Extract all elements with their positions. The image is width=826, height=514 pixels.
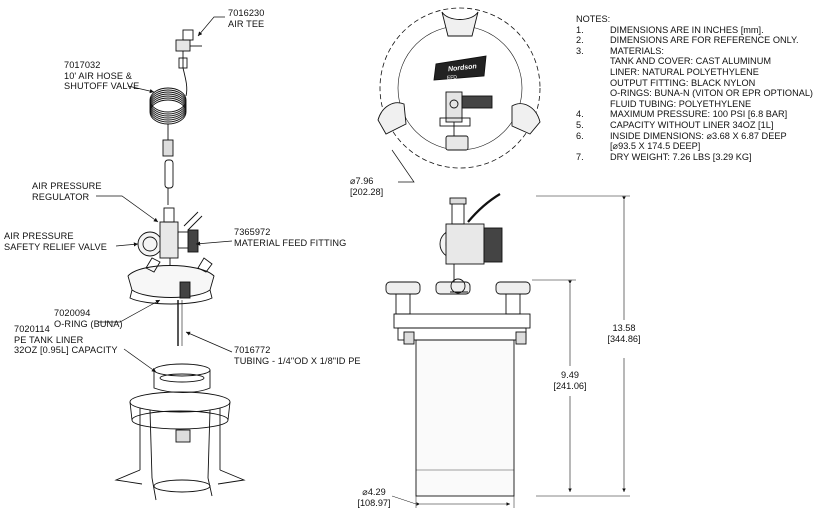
dim-top-diameter: ⌀7.96 [202.28] (350, 176, 383, 197)
shutoff-valve (162, 139, 174, 205)
note-row: 7. DRY WEIGHT: 7.26 LBS [3.29 KG] (576, 152, 813, 163)
note-number: 1. (576, 24, 584, 35)
part-description: PE TANK LINER (14, 334, 84, 345)
brand-logo-subtext: EFD (447, 74, 458, 81)
note-text: DIMENSIONS ARE FOR REFERENCE ONLY. (610, 35, 799, 46)
note-text: OUTPUT FITTING: BLACK NYLON (610, 77, 756, 88)
callout-air-hose: 7017032 10' AIR HOSE & SHUTOFF VALVE (64, 60, 139, 92)
side-view (385, 193, 630, 508)
top-view (377, 7, 541, 183)
dim-value-in: ⌀4.29 (362, 487, 386, 497)
callout-tubing: 7016772 TUBING - 1/4"OD X 1/8"ID PE (234, 345, 361, 366)
note-row: 2. DIMENSIONS ARE FOR REFERENCE ONLY. (576, 35, 813, 46)
note-text: FLUID TUBING: POLYETHYLENE (610, 98, 752, 109)
part-number: 7017032 (64, 60, 101, 70)
note-number: 3. (576, 45, 584, 56)
part-description: AIR PRESSURE (4, 231, 74, 241)
note-number (576, 99, 610, 110)
part-description: AIR PRESSURE (32, 181, 102, 191)
air-hose-coil (149, 67, 188, 150)
note-text: DIMENSIONS ARE IN INCHES [mm]. (610, 24, 764, 35)
part-description: TUBING - 1/4"OD X 1/8"ID PE (234, 355, 361, 366)
leader-lines (96, 16, 233, 373)
note-row: OUTPUT FITTING: BLACK NYLON (576, 78, 813, 89)
callout-feed-fitting: 7365972 MATERIAL FEED FITTING (234, 227, 346, 248)
note-row: FLUID TUBING: POLYETHYLENE (576, 99, 813, 110)
note-text: [⌀93.5 X 174.5 DEEP] (610, 141, 701, 152)
dim-tank-height: 9.49 [241.06] (550, 370, 590, 391)
note-row: 3. MATERIALS: (576, 46, 813, 57)
part-description: AIR TEE (228, 18, 265, 29)
note-text: O-RINGS: BUNA-N (VITON OR EPR OPTIONAL) (610, 88, 813, 99)
note-row: TANK AND COVER: CAST ALUMINUM (576, 56, 813, 67)
note-number (576, 141, 610, 152)
part-description: SAFETY RELIEF VALVE (4, 241, 107, 252)
part-number: 7365972 (234, 227, 271, 237)
note-row: 1. DIMENSIONS ARE IN INCHES [mm]. (576, 25, 813, 36)
part-number: 7016230 (228, 8, 265, 18)
note-number (576, 88, 610, 99)
notes-list: 1. DIMENSIONS ARE IN INCHES [mm]. 2. DIMENS… (576, 25, 813, 163)
dim-value-in: 9.49 (561, 370, 579, 380)
note-number (576, 56, 610, 67)
part-description: 10' AIR HOSE & (64, 70, 133, 81)
part-description: MATERIAL FEED FITTING (234, 237, 347, 248)
tank-stand (114, 391, 246, 501)
note-number: 6. (576, 130, 584, 141)
note-row: LINER: NATURAL POLYETHYLENE (576, 67, 813, 78)
note-text: MAXIMUM PRESSURE: 100 PSI [6.8 BAR] (610, 109, 788, 120)
note-text: MATERIALS: (610, 45, 664, 56)
regulator-assembly (137, 207, 203, 272)
dim-value-in: ⌀7.96 (350, 176, 374, 186)
tank-liner (153, 363, 211, 393)
note-text: CAPACITY WITHOUT LINER 34OZ [1L] (610, 119, 774, 130)
part-description: REGULATOR (32, 191, 90, 202)
note-row: 4. MAXIMUM PRESSURE: 100 PSI [6.8 BAR] (576, 109, 813, 120)
note-text: LINER: NATURAL POLYETHYLENE (610, 66, 759, 77)
notes-title: NOTES: (576, 14, 611, 24)
part-description: 32OZ [0.95L] CAPACITY (14, 345, 118, 356)
dim-value-mm: [344.86] (607, 333, 641, 344)
note-number (576, 67, 610, 78)
note-text: INSIDE DIMENSIONS: ⌀3.68 X 6.87 DEEP (610, 130, 787, 141)
dim-overall-height: 13.58 [344.86] (604, 323, 644, 344)
note-number (576, 78, 610, 89)
part-number: 7020114 (14, 324, 50, 334)
exploded-view (114, 29, 246, 501)
note-row: 6. INSIDE DIMENSIONS: ⌀3.68 X 6.87 DEEP (576, 131, 813, 142)
note-number: 7. (576, 151, 584, 162)
tank-cover (127, 257, 215, 305)
callout-o-ring: 7020094 O-RING (BUNA) (54, 308, 123, 329)
callout-regulator: AIR PRESSURE REGULATOR (32, 181, 102, 202)
part-number: 7016772 (234, 345, 271, 355)
note-number: 4. (576, 109, 584, 120)
dim-value-mm: [202.28] (350, 186, 384, 197)
callout-relief-valve: AIR PRESSURE SAFETY RELIEF VALVE (4, 231, 107, 252)
note-text: DRY WEIGHT: 7.26 LBS [3.29 KG] (610, 151, 752, 162)
dim-value-mm: [241.06] (553, 380, 587, 391)
part-description: SHUTOFF VALVE (64, 81, 140, 92)
notes-block: NOTES: 1.DIMENSIONS ARE IN INCHES [mm].2… (576, 14, 813, 162)
dim-value-mm: [108.97] (357, 497, 391, 508)
dim-base-diameter: ⌀4.29 [108.97] (354, 487, 394, 508)
note-row: 5. CAPACITY WITHOUT LINER 34OZ [1L] (576, 120, 813, 131)
dim-value-in: 13.58 (612, 323, 636, 333)
note-number: 2. (576, 35, 584, 46)
part-description: O-RING (BUNA) (54, 318, 123, 329)
note-number: 5. (576, 119, 584, 130)
callout-liner: 7020114 PE TANK LINER 32OZ [0.95L] CAPAC… (14, 324, 118, 356)
brand-logo-text: Nordson (448, 63, 477, 73)
note-text: TANK AND COVER: CAST ALUMINUM (610, 56, 771, 67)
note-row: [⌀93.5 X 174.5 DEEP] (576, 141, 813, 152)
note-row: O-RINGS: BUNA-N (VITON OR EPR OPTIONAL) (576, 88, 813, 99)
part-number: 7020094 (54, 308, 91, 318)
callout-air-tee: 7016230 AIR TEE (228, 8, 264, 29)
